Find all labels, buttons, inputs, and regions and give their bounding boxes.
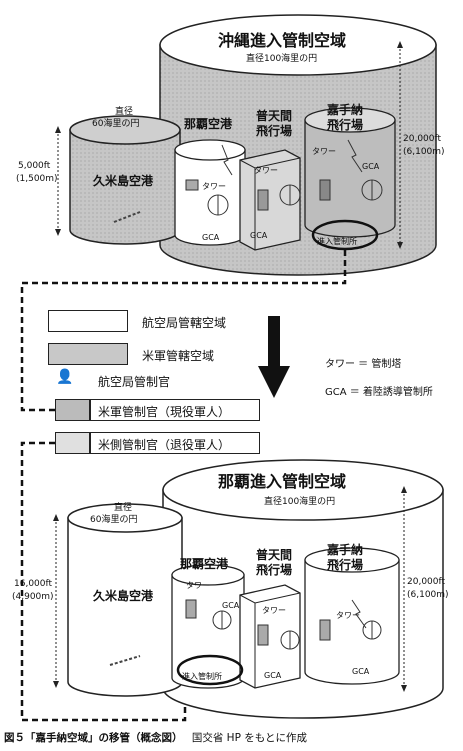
top-kadena-icons <box>319 139 383 201</box>
note-tower: タワー ＝ 管制塔 <box>325 359 402 370</box>
bottom-right-alt-m: (6,100m) <box>407 590 449 600</box>
bottom-kume-diameter-1: 直径 <box>114 503 133 513</box>
bottom-height-arrow-heads <box>53 486 407 692</box>
bottom-approach-office-ring <box>176 654 244 686</box>
top-naha-name: 那覇空港 <box>184 117 233 131</box>
civil-controller-icon: 👤 <box>56 369 74 385</box>
us-controller-box <box>90 399 260 421</box>
bottom-kadena-name-2: 飛行場 <box>327 558 364 572</box>
figure-caption: 図５「嘉手納空域」の移管（概念図） 国交省 HP をもとに作成 <box>4 730 307 745</box>
bottom-kadena-cylinder <box>304 547 400 685</box>
legend-us-side-controller: 米側管制官（退役軍人） <box>98 438 231 452</box>
bottom-futenma-box <box>239 584 301 689</box>
top-right-alt-m: (6,100m) <box>403 147 445 157</box>
legend-gray-swatch <box>48 343 128 365</box>
bottom-kume-runway <box>109 655 141 666</box>
top-kadena-cylinder <box>304 107 396 238</box>
us-side-controller-icon-box <box>55 432 90 454</box>
legend-white-label: 航空局管轄空域 <box>142 316 227 330</box>
us-side-controller-box <box>90 432 260 454</box>
top-naha-tower-label: タワー <box>202 182 226 191</box>
bottom-naha-icons <box>185 599 232 630</box>
bottom-kume-alt-ft: 16,000ft <box>14 579 53 589</box>
top-futenma-box <box>239 149 301 251</box>
bottom-naha-gca-label: GCA <box>222 601 240 610</box>
top-height-arrow-heads <box>55 41 403 249</box>
top-futenma-gca-label: GCA <box>250 231 268 240</box>
top-naha-cylinder <box>174 139 246 246</box>
bottom-outer-subtitle: 直径100海里の円 <box>264 497 336 507</box>
top-kume-alt-ft: 5,000ft <box>18 161 51 171</box>
top-futenma-icons <box>257 184 301 211</box>
bottom-futenma-name-2: 飛行場 <box>256 563 293 577</box>
bottom-approach-office: 進入管制所 <box>182 672 222 681</box>
top-naha-gca-label: GCA <box>202 233 220 242</box>
top-right-alt-ft: 20,000ft <box>403 134 442 144</box>
top-outer-subtitle: 直径100海里の円 <box>246 54 318 64</box>
top-kadena-name-1: 嘉手納 <box>327 103 364 117</box>
bottom-outer-title: 那覇進入管制空域 <box>218 472 347 491</box>
top-approach-office-ring <box>311 219 379 251</box>
bottom-kadena-name-1: 嘉手納 <box>327 543 364 557</box>
bottom-futenma-tower-label: タワー <box>262 606 286 615</box>
bottom-futenma-gca-label: GCA <box>264 671 282 680</box>
top-kadena-name-2: 飛行場 <box>327 118 364 132</box>
us-controller-icon-box <box>55 399 90 421</box>
legend-white-swatch <box>48 310 128 332</box>
bottom-kume-alt-m: (4,900m) <box>12 592 54 602</box>
top-height-arrows <box>57 45 401 245</box>
top-naha-icons <box>185 144 233 216</box>
transfer-arrow <box>258 316 290 398</box>
bottom-naha-tower-label: タワー <box>186 581 210 590</box>
top-kume-cylinder <box>69 115 181 245</box>
dashed-connectors <box>20 250 347 722</box>
top-futenma-name-1: 普天間 <box>256 109 293 123</box>
bottom-kadena-icons <box>319 599 382 641</box>
bottom-kume-diameter-2: 60海里の円 <box>90 515 138 525</box>
legend-gray-label: 米軍管轄空域 <box>142 349 215 363</box>
bottom-futenma-icons <box>257 624 300 650</box>
caption-title: 「嘉手納空域」の移管（概念図） <box>25 732 183 744</box>
top-futenma-tower-label: タワー <box>254 166 278 175</box>
bottom-right-alt-ft: 20,000ft <box>407 577 446 587</box>
top-kume-diameter-1: 直径 <box>115 107 134 117</box>
legend-us-controller: 米軍管制官（現役軍人） <box>98 405 231 419</box>
bottom-naha-name: 那覇空港 <box>180 557 229 571</box>
legend-civil-controller: 航空局管制官 <box>98 375 171 389</box>
bottom-height-arrows <box>55 490 405 688</box>
top-outer-title: 沖縄進入管制空域 <box>218 31 347 50</box>
bottom-kume-name: 久米島空港 <box>93 589 154 603</box>
bottom-futenma-name-1: 普天間 <box>256 548 293 562</box>
note-gca: GCA ＝ 着陸誘導管制所 <box>325 387 433 398</box>
top-kume-alt-m: (1,500m) <box>16 174 58 184</box>
caption-source: 国交省 HP をもとに作成 <box>191 732 308 744</box>
bottom-kume-cylinder <box>67 503 183 697</box>
top-futenma-name-2: 飛行場 <box>256 124 293 138</box>
caption-figure-number: 図５ <box>4 732 25 744</box>
top-kume-name: 久米島空港 <box>93 174 154 188</box>
top-kadena-gca-label: GCA <box>362 162 380 171</box>
top-approach-office: 進入管制所 <box>317 237 357 246</box>
top-kadena-tower-label: タワー <box>312 147 336 156</box>
bottom-kadena-gca-label: GCA <box>352 667 370 676</box>
top-kume-diameter-2: 60海里の円 <box>92 119 140 129</box>
bottom-kadena-tower-label: タワー <box>336 611 360 620</box>
